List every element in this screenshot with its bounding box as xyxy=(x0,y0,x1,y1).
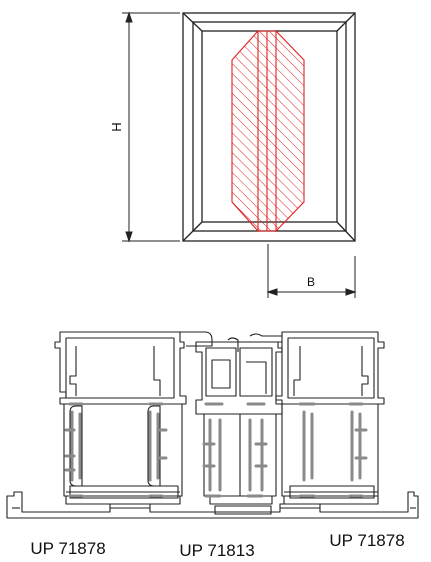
outer-frame xyxy=(182,12,356,242)
profile-label-right: UP 71878 xyxy=(329,531,404,550)
left-sash xyxy=(69,405,161,487)
right-frame-profile xyxy=(249,331,385,505)
profile-section xyxy=(6,331,419,519)
profile-label-center: UP 71813 xyxy=(179,541,254,560)
gaskets xyxy=(64,402,368,498)
left-frame-profile xyxy=(54,331,213,505)
height-label: H xyxy=(109,122,124,131)
width-dimension xyxy=(266,244,357,298)
sliding-sash-hatch xyxy=(231,29,305,233)
profile-label-left: UP 71878 xyxy=(30,539,105,558)
height-dimension xyxy=(122,11,180,243)
width-label: B xyxy=(307,275,315,289)
bottom-rail xyxy=(6,491,419,519)
